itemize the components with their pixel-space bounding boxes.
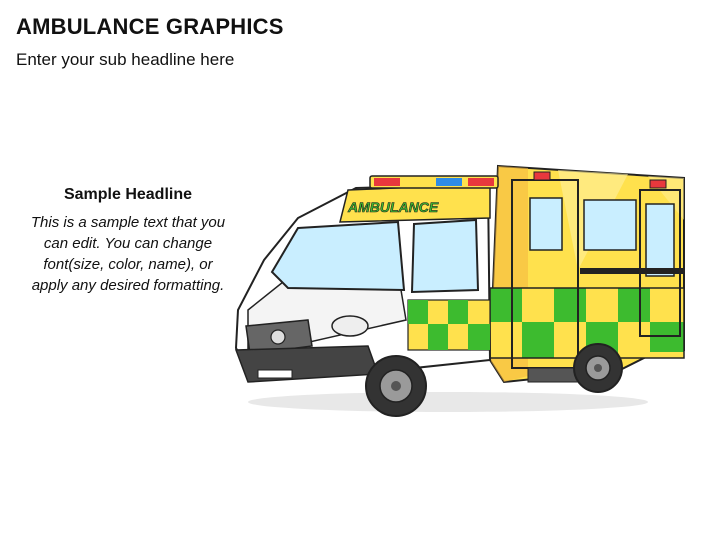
sample-headline: Sample Headline — [63, 186, 193, 203]
slide-subtitle: Enter your sub headline here — [16, 50, 235, 69]
text-block: Sample Headline This is a sample text th… — [30, 186, 226, 296]
light-bar — [369, 175, 499, 189]
rear-door — [639, 189, 681, 337]
slide-title: AMBULANCE GRAPHICS — [16, 14, 284, 39]
ambulance-label: AMBULANCE — [347, 199, 439, 215]
ground-shadow — [248, 392, 648, 412]
sample-text: This is a sample text that you can edit.… — [30, 214, 226, 294]
side-window — [410, 218, 480, 294]
headlight — [331, 315, 369, 337]
windshield — [270, 220, 406, 292]
ambulance-graphic: AMBULANCE — [234, 164, 685, 417]
front-wheel — [365, 355, 427, 417]
ambulance-cab — [234, 175, 499, 383]
rear-wheel — [573, 343, 623, 393]
